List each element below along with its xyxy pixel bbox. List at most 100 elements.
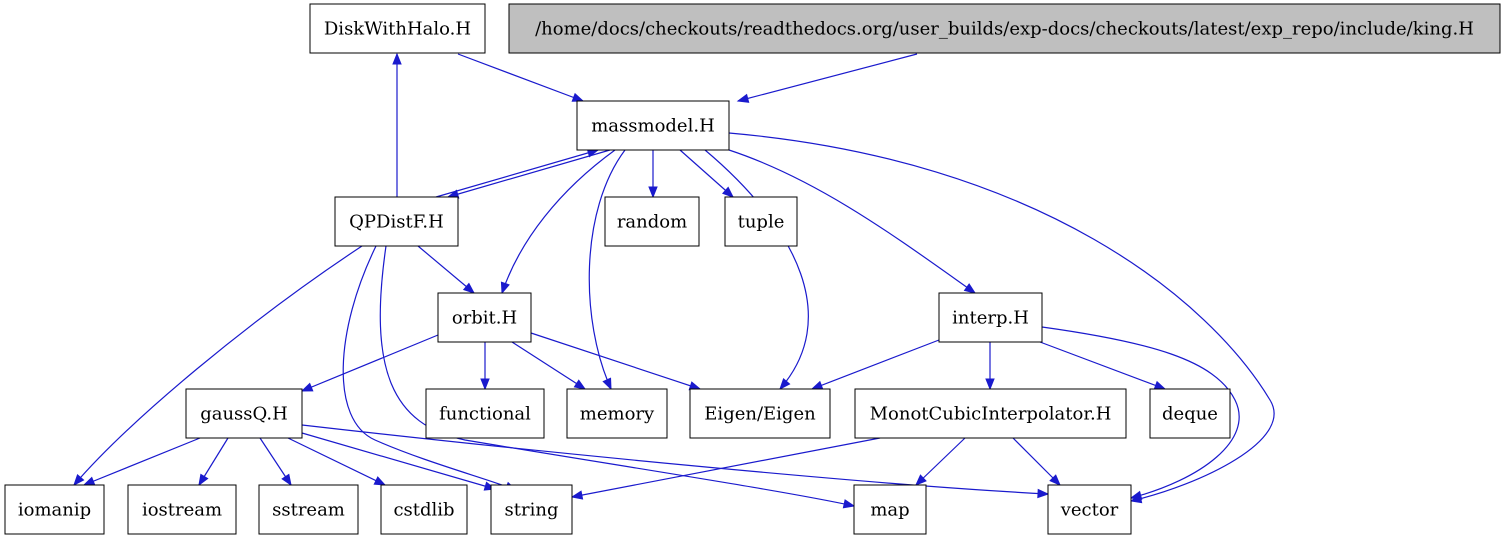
node-monotcubicinterpolator-label: MonotCubicInterpolator.H [870, 404, 1112, 425]
edge-massmodel-to-random [648, 150, 658, 199]
edge-diskwithhalo-to-massmodel [457, 53, 585, 102]
edge-arrowhead [779, 377, 791, 391]
node-iomanip-label: iomanip [18, 500, 91, 521]
edge-line [287, 437, 386, 486]
node-string-box [490, 484, 573, 535]
edge-arrowhead [1129, 490, 1143, 500]
node-gaussq[interactable]: gaussQ.H [185, 388, 303, 439]
node-iostream-label: iostream [142, 500, 222, 521]
node-map-label: map [870, 500, 909, 521]
node-memory[interactable]: memory [566, 388, 668, 439]
edge-gaussq-to-string [301, 432, 497, 491]
edge-arrowhead [1153, 380, 1167, 390]
edge-arrowhead [82, 476, 96, 486]
edge-monot-to-map [915, 437, 966, 486]
node-functional-label: functional [439, 404, 531, 425]
edge-qpdistf-to-massmodel [435, 148, 600, 198]
node-interp[interactable]: interp.H [938, 292, 1043, 343]
edge-arrowhead [648, 186, 658, 199]
nodes-layer: /home/docs/checkouts/readthedocs.org/use… [4, 3, 1501, 535]
edge-line [588, 149, 626, 390]
edge-qpdistf-to-orbit [417, 245, 476, 294]
edge-line [301, 432, 496, 490]
edge-line [301, 334, 439, 392]
edge-line [342, 245, 517, 491]
node-king-header-box [508, 3, 1501, 54]
node-map[interactable]: map [853, 484, 927, 535]
edge-arrowhead [736, 93, 750, 103]
node-massmodel-label: massmodel.H [591, 116, 715, 137]
edge-arrowhead [373, 476, 387, 486]
node-vector-label: vector [1060, 500, 1119, 521]
edge-line [301, 424, 1049, 495]
edge-line [915, 437, 966, 486]
edge-arrowhead [573, 379, 587, 390]
edge-interp-to-deque [1039, 341, 1167, 390]
node-string[interactable]: string [490, 484, 573, 535]
node-vector-box [1047, 484, 1132, 535]
node-diskwithhalo-box [309, 3, 486, 54]
edge-orbit-to-memory [511, 341, 587, 390]
edge-line [1041, 326, 1240, 499]
edge-massmodel-to-interp [728, 149, 977, 294]
node-functional[interactable]: functional [425, 388, 545, 439]
edge-interp-to-vector [1041, 326, 1240, 500]
edge-arrowhead [392, 52, 402, 65]
edge-qpdistf-to-string [342, 245, 518, 491]
node-orbit-label: orbit.H [452, 308, 517, 329]
edge-line [1012, 437, 1061, 486]
node-deque-box [1149, 388, 1231, 439]
edge-line [435, 149, 599, 198]
node-deque[interactable]: deque [1149, 388, 1231, 439]
edge-line [447, 149, 611, 198]
node-diskwithhalo[interactable]: DiskWithHalo.H [309, 3, 486, 54]
edges-layer [73, 52, 1275, 509]
node-cstdlib[interactable]: cstdlib [380, 484, 468, 535]
node-iomanip[interactable]: iomanip [4, 484, 105, 535]
node-sstream-box [258, 484, 359, 535]
node-eigen[interactable]: Eigen/Eigen [689, 388, 831, 439]
edge-qpdistf-to-map [379, 245, 856, 509]
edge-qpdistf-to-diskwithhalo [392, 52, 402, 197]
edge-arrowhead [915, 474, 927, 486]
edge-line [511, 341, 586, 390]
node-orbit[interactable]: orbit.H [437, 292, 532, 343]
edge-arrowhead [500, 281, 510, 295]
node-orbit-box [437, 292, 532, 343]
node-iostream[interactable]: iostream [127, 484, 237, 535]
edge-line [379, 245, 855, 507]
edge-line [737, 53, 918, 102]
edge-line [530, 332, 701, 390]
edge-line [1039, 341, 1166, 390]
node-diskwithhalo-label: DiskWithHalo.H [324, 19, 471, 40]
edge-gaussq-to-cstdlib [287, 437, 387, 486]
edge-line [83, 437, 201, 486]
node-sstream[interactable]: sstream [258, 484, 359, 535]
node-king-header[interactable]: /home/docs/checkouts/readthedocs.org/use… [508, 3, 1501, 54]
node-qpdistf[interactable]: QPDistF.H [334, 196, 459, 247]
node-massmodel[interactable]: massmodel.H [576, 100, 730, 151]
node-map-box [853, 484, 927, 535]
node-monotcubicinterpolator[interactable]: MonotCubicInterpolator.H [854, 388, 1127, 439]
node-iomanip-box [4, 484, 105, 535]
node-vector[interactable]: vector [1047, 484, 1132, 535]
node-memory-label: memory [580, 404, 655, 425]
node-memory-box [566, 388, 668, 439]
edge-arrowhead [571, 92, 585, 102]
edge-arrowhead [842, 499, 856, 509]
edge-gaussq-to-iomanip [82, 437, 201, 486]
node-qpdistf-label: QPDistF.H [349, 212, 444, 233]
node-deque-label: deque [1162, 404, 1218, 425]
edge-arrowhead [570, 490, 584, 500]
edge-massmodel-to-memory [588, 149, 626, 391]
node-sstream-label: sstream [272, 500, 345, 521]
edge-orbit-to-functional [480, 342, 490, 391]
node-tuple[interactable]: tuple [724, 196, 798, 247]
node-random[interactable]: random [604, 196, 700, 247]
edge-arrowhead [1037, 488, 1050, 499]
edge-interp-to-eigen [810, 339, 940, 390]
edge-line [501, 149, 616, 294]
node-gaussq-box [185, 388, 303, 439]
edge-arrowhead [480, 378, 490, 391]
